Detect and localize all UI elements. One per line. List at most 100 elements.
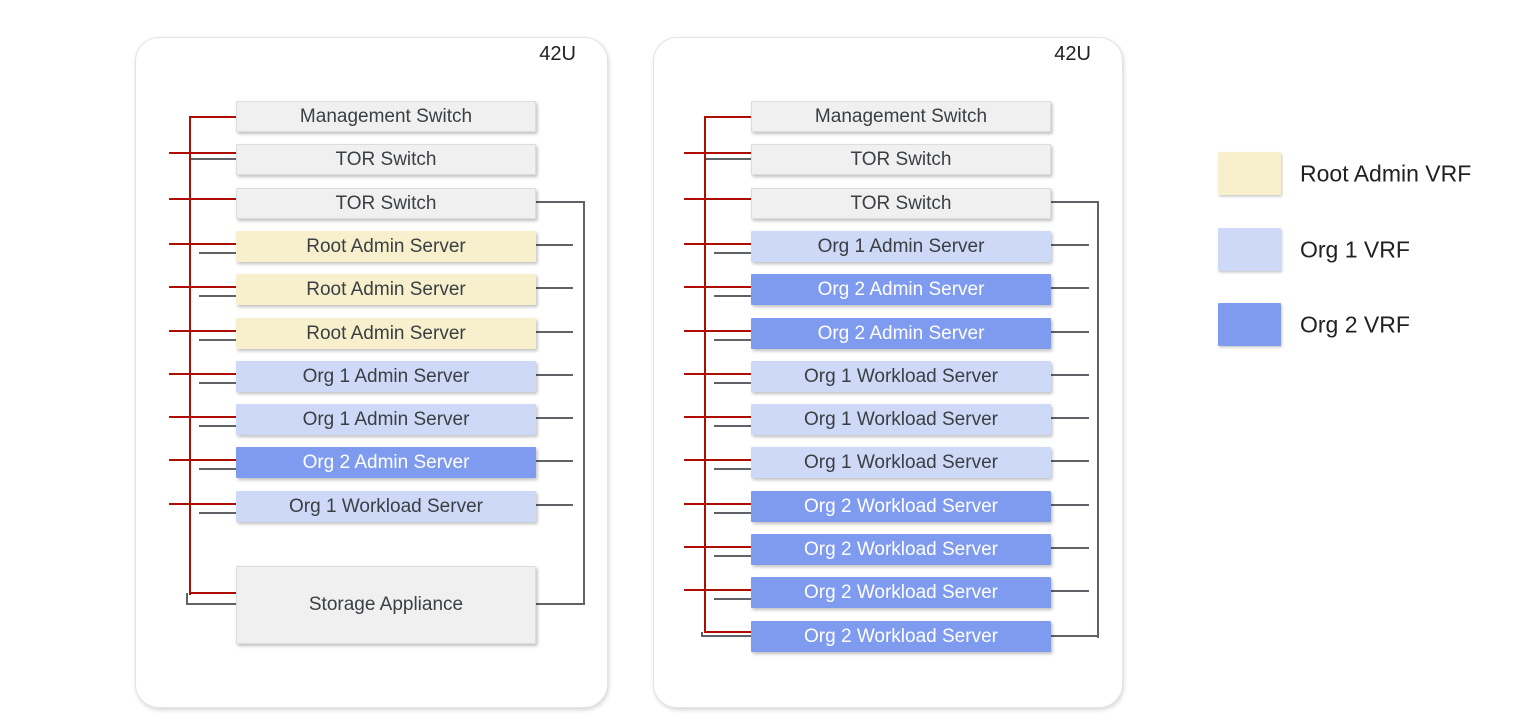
rack-1-unit-org-1-admin-server: Org 1 Admin Server — [236, 404, 536, 435]
rack-2-unit-org-2-admin-server: Org 2 Admin Server — [751, 318, 1051, 349]
data-network-line — [1051, 331, 1089, 333]
data-network-line — [536, 504, 573, 506]
data-network-line — [714, 598, 751, 600]
data-network-line — [714, 252, 751, 254]
legend-item-1: Root Admin VRF — [1218, 152, 1518, 195]
data-network-bus — [583, 201, 585, 605]
data-network-line — [714, 512, 751, 514]
legend-label-2: Org 1 VRF — [1300, 236, 1410, 262]
rack-1-unit-org-1-workload-server: Org 1 Workload Server — [236, 491, 536, 522]
data-network-line — [714, 555, 751, 557]
data-network-line — [199, 295, 236, 297]
mgmt-network-line — [189, 592, 236, 594]
data-network-line — [536, 603, 583, 605]
data-network-line — [701, 635, 751, 637]
mgmt-network-line — [684, 286, 751, 288]
rack-1-unit-tor-switch: TOR Switch — [236, 144, 536, 175]
data-network-line — [1051, 287, 1089, 289]
data-network-line — [714, 339, 751, 341]
data-network-line — [199, 382, 236, 384]
rack-2-unit-org-2-admin-server: Org 2 Admin Server — [751, 274, 1051, 305]
data-network-line — [1051, 460, 1089, 462]
data-network-line — [714, 382, 751, 384]
rack-1-unit-management-switch: Management Switch — [236, 101, 536, 132]
data-network-line — [186, 603, 236, 605]
legend-item-2: Org 1 VRF — [1218, 228, 1518, 271]
rack-1-capacity-label: 42U — [539, 43, 576, 65]
data-network-line — [536, 331, 573, 333]
mgmt-network-line — [684, 416, 751, 418]
mgmt-network-line — [684, 373, 751, 375]
mgmt-network-line — [169, 286, 236, 288]
mgmt-network-line — [704, 116, 751, 118]
mgmt-network-line — [169, 503, 236, 505]
data-network-line — [1051, 374, 1089, 376]
rack-2-unit-org-2-workload-server: Org 2 Workload Server — [751, 491, 1051, 522]
rack-1-unit-org-1-admin-server: Org 1 Admin Server — [236, 361, 536, 392]
data-network-line — [186, 593, 188, 603]
data-network-line — [536, 460, 573, 462]
rack-2-capacity-label: 42U — [1054, 43, 1091, 65]
legend-swatch-3 — [1218, 303, 1281, 346]
data-network-line — [199, 252, 236, 254]
mgmt-network-line — [704, 631, 751, 633]
mgmt-network-line — [684, 198, 751, 200]
data-network-line — [536, 374, 573, 376]
rack-2-unit-org-1-workload-server: Org 1 Workload Server — [751, 447, 1051, 478]
data-network-line — [1051, 547, 1089, 549]
data-network-line — [1051, 417, 1089, 419]
rack-2-unit-tor-switch: TOR Switch — [751, 144, 1051, 175]
rack-2-unit-org-1-workload-server: Org 1 Workload Server — [751, 404, 1051, 435]
mgmt-network-line — [169, 416, 236, 418]
mgmt-network-line — [684, 330, 751, 332]
rack-2-unit-management-switch: Management Switch — [751, 101, 1051, 132]
mgmt-network-line — [684, 152, 751, 154]
rack-1-unit-org-2-admin-server: Org 2 Admin Server — [236, 447, 536, 478]
legend-item-3: Org 2 VRF — [1218, 303, 1518, 346]
rack-1-unit-tor-switch: TOR Switch — [236, 188, 536, 219]
mgmt-network-line — [684, 243, 751, 245]
data-network-line — [1051, 590, 1089, 592]
rack-2-unit-org-2-workload-server: Org 2 Workload Server — [751, 577, 1051, 608]
rack-1-unit-root-admin-server: Root Admin Server — [236, 231, 536, 262]
mgmt-network-line — [684, 503, 751, 505]
data-network-line — [536, 201, 583, 203]
mgmt-network-line — [169, 459, 236, 461]
legend-swatch-2 — [1218, 228, 1281, 271]
data-network-line — [701, 632, 703, 635]
data-network-line — [1051, 201, 1097, 203]
data-network-line — [714, 468, 751, 470]
mgmt-network-line — [189, 116, 236, 118]
rack-2-unit-org-2-workload-server: Org 2 Workload Server — [751, 621, 1051, 652]
legend-swatch-1 — [1218, 152, 1281, 195]
data-network-line — [1051, 244, 1089, 246]
rack-2-unit-org-1-admin-server: Org 1 Admin Server — [751, 231, 1051, 262]
mgmt-network-line — [169, 373, 236, 375]
rack-1-unit-storage-appliance: Storage Appliance — [236, 566, 536, 644]
data-network-line — [536, 417, 573, 419]
data-network-line — [704, 158, 751, 160]
data-network-line — [199, 425, 236, 427]
mgmt-network-bus — [189, 116, 191, 595]
data-network-line — [536, 244, 573, 246]
rack-2-unit-org-1-workload-server: Org 1 Workload Server — [751, 361, 1051, 392]
mgmt-network-line — [684, 546, 751, 548]
mgmt-network-line — [684, 459, 751, 461]
data-network-bus — [1097, 201, 1099, 638]
data-network-line — [714, 425, 751, 427]
mgmt-network-line — [684, 589, 751, 591]
data-network-line — [199, 339, 236, 341]
mgmt-network-line — [169, 243, 236, 245]
mgmt-network-line — [169, 152, 236, 154]
legend-label-1: Root Admin VRF — [1300, 160, 1472, 186]
rack-2-unit-org-2-workload-server: Org 2 Workload Server — [751, 534, 1051, 565]
mgmt-network-bus — [704, 116, 706, 633]
mgmt-network-line — [169, 330, 236, 332]
data-network-line — [189, 158, 236, 160]
legend-label-3: Org 2 VRF — [1300, 311, 1410, 337]
data-network-line — [199, 512, 236, 514]
rack-1-unit-root-admin-server: Root Admin Server — [236, 274, 536, 305]
data-network-line — [1051, 504, 1089, 506]
